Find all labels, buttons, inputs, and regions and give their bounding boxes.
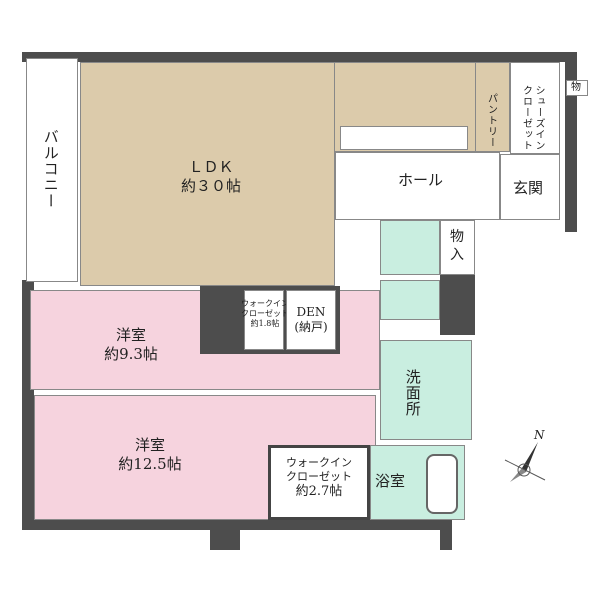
closet1-label: ウォークイン クローゼット 約1.8帖 [241, 299, 289, 329]
compass: N [500, 428, 550, 490]
den-sub: (納戸) [294, 320, 328, 334]
kitchen-counter [340, 126, 468, 150]
hall-label: ホール [398, 171, 444, 189]
den-label: DEN (納戸) [287, 305, 335, 335]
closet2-size: 約2.7帖 [295, 483, 343, 499]
bathtub-icon [426, 454, 458, 514]
entrance: 玄関 [500, 154, 560, 220]
room2-label: 洋室 約12.5帖 [105, 436, 195, 474]
washroom: 洗面所 [380, 340, 472, 440]
entrance-label: 玄関 [513, 179, 544, 197]
closet2-name2: クローゼット [286, 469, 352, 483]
bath-label: 浴室 [375, 472, 406, 490]
compass-north-label: N [534, 428, 545, 442]
den-name: DEN [296, 305, 326, 319]
wall [210, 525, 240, 550]
hall: ホール [335, 152, 500, 220]
storage-small: 物 [566, 80, 588, 96]
den: DEN (納戸) [286, 290, 336, 350]
room1-size: 約9.3帖 [104, 344, 158, 363]
balcony: バルコニー [26, 58, 78, 282]
wall [440, 275, 475, 335]
wall [565, 52, 577, 232]
balcony-label: バルコニー [41, 129, 60, 209]
room1-label: 洋室 約9.3帖 [91, 326, 171, 364]
walk-in-closet-2: ウォークイン クローゼット 約2.7帖 [268, 445, 370, 520]
storage-small-label: 物 [571, 82, 581, 93]
wall [440, 520, 452, 550]
toilet [380, 220, 440, 275]
closet1-name2: クローゼット [241, 309, 289, 318]
shoe-closet: シューズインクローゼット [510, 62, 560, 154]
room2-name: 洋室 [134, 436, 165, 454]
closet2-name1: ウォークイン [286, 456, 352, 469]
ldk: ＬＤＫ 約３０帖 [80, 62, 335, 286]
toilet [380, 280, 440, 320]
wall [22, 52, 577, 62]
bathroom: 浴室 [370, 445, 465, 520]
pantry-label: パントリー [485, 93, 497, 148]
ldk-label: ＬＤＫ 約３０帖 [151, 158, 271, 196]
closet1-name1: ウォークイン [241, 299, 289, 308]
room1-name: 洋室 [115, 326, 146, 344]
walk-in-closet-1: ウォークイン クローゼット 約1.8帖 [241, 290, 289, 350]
storage: 物入 [440, 220, 475, 275]
closet2-label: ウォークイン クローゼット 約2.7帖 [271, 456, 367, 500]
storage-label: 物入 [450, 229, 464, 263]
closet1-size: 約1.8帖 [250, 319, 280, 328]
compass-icon [504, 442, 546, 482]
room2-size: 約12.5帖 [118, 454, 182, 473]
ldk-size: 約３０帖 [180, 176, 241, 195]
ldk-name: ＬＤＫ [188, 158, 234, 176]
pantry: パントリー [475, 62, 510, 152]
washroom-label: 洗面所 [403, 369, 422, 417]
shoe-closet-label: シューズインクローゼット [520, 85, 545, 151]
